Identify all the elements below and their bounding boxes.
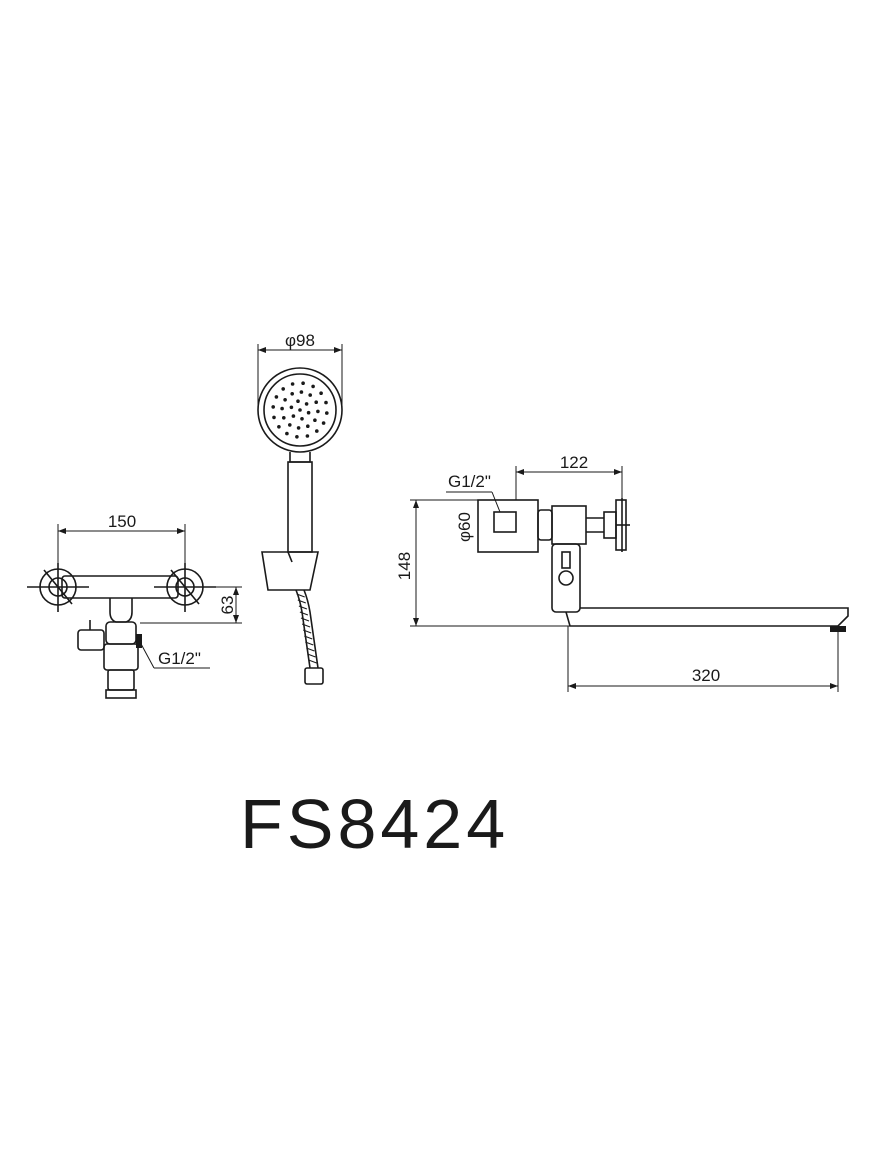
front-thread-callout: G1/2" bbox=[139, 641, 210, 669]
nozzle-dot bbox=[300, 417, 304, 421]
nozzle-dot bbox=[281, 387, 286, 391]
nozzle-dot bbox=[313, 418, 317, 423]
hose-coil bbox=[299, 611, 309, 616]
nozzle-dot bbox=[306, 424, 310, 429]
nozzle-dot bbox=[319, 391, 323, 396]
nozzle-dot bbox=[296, 426, 301, 430]
dimension-shower-diameter: φ98 bbox=[257, 331, 343, 408]
nozzle-dot bbox=[324, 400, 328, 405]
left-handle bbox=[27, 563, 89, 612]
nozzle-dot bbox=[311, 384, 315, 389]
nozzle-dot bbox=[305, 434, 310, 438]
nozzle-dot bbox=[271, 405, 276, 409]
hose-coil bbox=[298, 605, 308, 610]
dimension-front-width: 150 bbox=[57, 512, 186, 570]
nozzle-dot bbox=[295, 435, 299, 439]
nozzle-dot bbox=[325, 411, 329, 415]
nozzle-dot bbox=[274, 395, 279, 399]
nozzle-dot bbox=[285, 431, 289, 436]
model-number: FS8424 bbox=[240, 785, 509, 863]
side-depth-label: 122 bbox=[560, 453, 588, 472]
nozzle-dot bbox=[301, 381, 305, 386]
shower-handle bbox=[261, 452, 319, 591]
hose-coil bbox=[301, 623, 311, 628]
front-view: 150 bbox=[27, 512, 242, 699]
nozzle-dot bbox=[290, 392, 295, 396]
front-width-label: 150 bbox=[108, 512, 136, 531]
nozzle-dot bbox=[304, 402, 309, 406]
dimension-front-height: 63 bbox=[140, 586, 242, 624]
hose-coil bbox=[297, 599, 306, 604]
flange-diameter-label: φ60 bbox=[455, 512, 474, 542]
nozzle-dot bbox=[291, 414, 296, 418]
hose-coil bbox=[303, 629, 312, 634]
nozzle-dot bbox=[296, 399, 300, 404]
shower-diameter-label: φ98 bbox=[285, 331, 315, 350]
hose-coil bbox=[296, 593, 305, 598]
nozzle-dot bbox=[280, 406, 284, 411]
nozzle-dot bbox=[314, 400, 319, 405]
wall-flange bbox=[477, 499, 539, 553]
hose-coil bbox=[306, 647, 315, 652]
hose-coil bbox=[300, 617, 310, 622]
hose-coil bbox=[308, 659, 317, 664]
side-valve-body bbox=[537, 498, 849, 632]
nozzle-dot bbox=[298, 408, 302, 412]
side-thread-label: G1/2" bbox=[448, 472, 491, 491]
dimension-spout-length: 320 bbox=[567, 626, 839, 692]
dimension-flange-diameter: φ60 bbox=[455, 512, 474, 542]
nozzle-dot bbox=[283, 398, 287, 402]
nozzle-dot bbox=[282, 416, 286, 420]
hose-coil bbox=[305, 641, 314, 646]
hand-shower-view: φ98 bbox=[257, 331, 343, 685]
nozzle-dot bbox=[290, 382, 295, 386]
dimension-side-height: 148 bbox=[395, 499, 570, 627]
nozzle-dot bbox=[321, 421, 326, 425]
front-height-label: 63 bbox=[218, 596, 237, 615]
shower-head bbox=[257, 367, 343, 453]
nozzle-dot bbox=[299, 390, 304, 394]
nozzle-dot bbox=[315, 429, 319, 433]
hose-coil bbox=[307, 653, 316, 658]
nozzle-dot bbox=[272, 415, 276, 420]
shower-hose bbox=[295, 589, 324, 685]
hose-coils bbox=[296, 593, 317, 664]
nozzle-dot bbox=[306, 410, 311, 415]
nozzle-dot bbox=[288, 423, 292, 427]
spout-length-label: 320 bbox=[692, 666, 720, 685]
right-handle bbox=[154, 563, 216, 612]
nozzle-dot bbox=[277, 425, 281, 429]
side-view: 122 G1/2" φ60 bbox=[395, 453, 849, 692]
side-height-label: 148 bbox=[395, 552, 414, 580]
nozzle-dot bbox=[308, 393, 313, 397]
dimension-side-depth: 122 bbox=[515, 453, 623, 500]
nozzle-dot bbox=[316, 409, 320, 414]
front-thread-label: G1/2" bbox=[158, 649, 201, 668]
side-thread-callout: G1/2" bbox=[446, 472, 501, 513]
mixer-body bbox=[27, 563, 216, 699]
shower-nozzles bbox=[271, 381, 329, 439]
hose-coil bbox=[304, 635, 313, 640]
nozzle-dot bbox=[289, 405, 294, 410]
